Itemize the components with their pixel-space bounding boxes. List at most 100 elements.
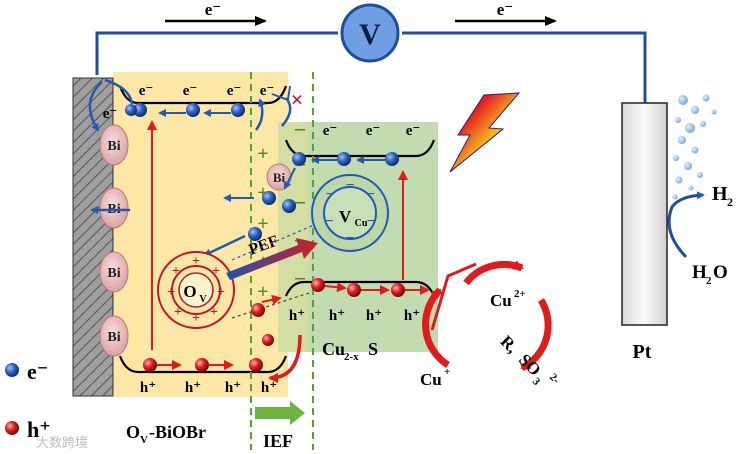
light-bolt-icon (449, 92, 521, 173)
internal-electric-field-arrow: IEF (255, 401, 305, 451)
electron (133, 103, 147, 117)
hole-interface-arrow (268, 334, 302, 383)
oxygen-vacancy: + + + + + + + + O V (157, 251, 235, 329)
hole-label: h⁺ (329, 308, 345, 324)
hole-label: h⁺ (225, 380, 241, 396)
biobr-name: O V -BiOBr (126, 422, 206, 446)
electron (186, 103, 200, 117)
electron-label: e⁻ (366, 123, 381, 139)
svg-text:Cu: Cu (322, 339, 345, 359)
svg-text:+: + (217, 285, 225, 300)
svg-text:h⁺: h⁺ (27, 417, 51, 442)
electron-label: e⁻ (103, 106, 118, 122)
svg-text:+: + (192, 254, 200, 269)
bi-atom: Bi (99, 251, 129, 293)
reagent-label: R, SO 3 2- (497, 332, 562, 389)
hole (311, 278, 325, 292)
redox-cycle (422, 260, 552, 372)
electron (282, 199, 296, 213)
biobr-valence-band (118, 355, 288, 374)
vcu-label-sub: Cu (355, 218, 368, 229)
svg-text:R,: R, (497, 332, 522, 357)
svg-text:+: + (444, 366, 450, 378)
electron-to-substrate (88, 78, 266, 132)
electron-transfer-arrow (284, 167, 296, 190)
electron (262, 191, 276, 205)
svg-text:2+: 2+ (514, 288, 526, 300)
svg-text:−: − (324, 213, 333, 230)
hole-transfer-arrow (324, 282, 347, 293)
hole-label: h⁺ (366, 308, 382, 324)
hole (251, 303, 265, 317)
svg-text:2-: 2- (547, 371, 562, 386)
hole-transfer-arrow (261, 294, 282, 305)
cus-name: Cu 2-x S (322, 339, 378, 363)
svg-text:Cu: Cu (490, 291, 512, 310)
hole (262, 334, 274, 346)
electron-flow-label-right: e⁻ (497, 0, 514, 19)
electron-label: e⁻ (260, 83, 275, 99)
hole (347, 283, 361, 297)
svg-text:+: + (210, 305, 218, 320)
pt-label: Pt (633, 341, 652, 363)
electron-label: e⁻ (183, 83, 198, 99)
svg-text:Bi: Bi (273, 170, 286, 185)
hole-label: h⁺ (404, 308, 420, 324)
water-reduction-arrow (667, 191, 705, 259)
svg-text:Cu: Cu (420, 370, 442, 389)
svg-text:+: + (174, 305, 182, 320)
electron-label: e⁻ (139, 83, 154, 99)
watermark: 大数跨境 (36, 435, 88, 450)
svg-text:H: H (692, 262, 707, 283)
electron-transfer-arrow (203, 234, 246, 257)
svg-text:−: − (294, 117, 307, 142)
vacancy-link (231, 291, 313, 319)
svg-text:S: S (368, 339, 378, 359)
voltmeter: V (340, 3, 400, 63)
svg-text:×: × (291, 87, 304, 112)
hole (391, 283, 405, 297)
svg-text:2: 2 (706, 275, 712, 287)
hole-label: h⁺ (261, 380, 277, 396)
electron (248, 227, 262, 241)
blocked-electron-transfer: × (271, 85, 304, 127)
svg-text:V: V (140, 434, 148, 446)
ov-label-sub: V (199, 294, 207, 305)
svg-text:+: + (167, 285, 175, 300)
ov-label: O (183, 282, 196, 301)
svg-text:Bi: Bi (107, 266, 120, 281)
svg-text:+: + (257, 182, 268, 204)
svg-text:−: − (345, 177, 354, 194)
svg-text:+: + (192, 311, 200, 326)
bi-atom: Bi (99, 124, 129, 166)
bi-atom: Bi (99, 315, 129, 357)
svg-text:+: + (257, 281, 268, 303)
svg-text:+: + (172, 264, 180, 279)
hole-label: h⁺ (140, 380, 156, 396)
svg-text:−: − (345, 230, 354, 247)
electron-flow-arrow-right: e⁻ (455, 0, 557, 26)
ief-label: IEF (263, 431, 293, 451)
piezoelectric-field-arrow: PEF (226, 232, 318, 280)
electron (125, 104, 137, 116)
electron (337, 152, 351, 166)
svg-text:2-x: 2-x (344, 351, 359, 363)
svg-text:O: O (713, 262, 728, 283)
electron-label: e⁻ (323, 123, 338, 139)
bi-atom: Bi (99, 187, 129, 229)
biobr-conduction-band (118, 85, 288, 105)
svg-text:−: − (365, 186, 374, 203)
svg-text:Bi: Bi (107, 330, 120, 345)
electron-label: e⁻ (406, 123, 421, 139)
svg-text:−: − (294, 266, 307, 291)
bi-atom-cus: Bi (266, 163, 292, 191)
electron (385, 152, 399, 166)
svg-text:2: 2 (727, 195, 733, 209)
svg-text:−: − (325, 186, 334, 203)
h2-label: H 2 (712, 183, 733, 209)
svg-text:−: − (366, 213, 375, 230)
electron (231, 103, 245, 117)
pt-electrode: Pt (621, 102, 668, 363)
voltmeter-label: V (359, 18, 381, 51)
